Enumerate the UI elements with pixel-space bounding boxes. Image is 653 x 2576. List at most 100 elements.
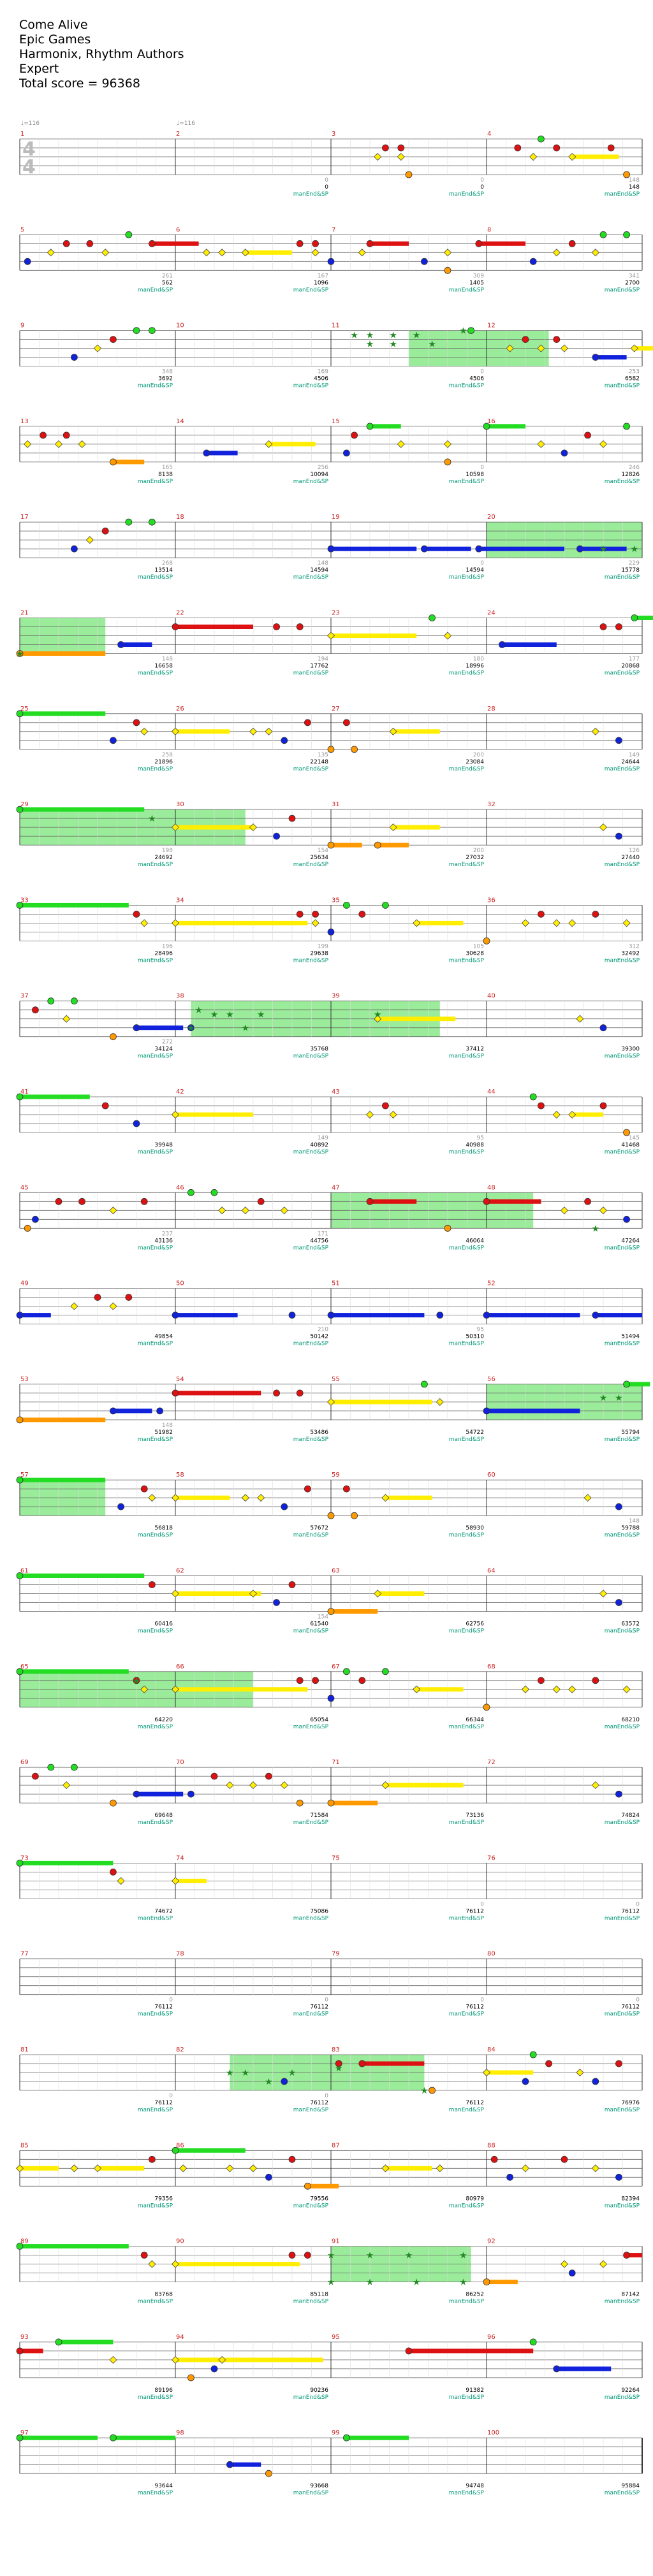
note-red: [351, 431, 358, 439]
note-yellow: [226, 1781, 234, 1790]
note-yellow: [265, 440, 273, 448]
note-orange: [304, 2182, 311, 2190]
cumulative-score: 76112: [154, 2100, 173, 2106]
sp-label: manEnd&SP: [293, 862, 329, 868]
note-yellow: [506, 344, 514, 352]
note-orange: [623, 1129, 630, 1136]
note-yellow: [568, 1685, 576, 1693]
note-yellow: [265, 727, 273, 735]
note-yellow: [397, 440, 405, 448]
note-red: [312, 1677, 319, 1684]
note-blue: [421, 257, 428, 265]
measure-number: 49: [20, 1280, 29, 1287]
sp-label: manEnd&SP: [138, 957, 173, 964]
note-blue: [133, 1024, 140, 1032]
note-yellow: [78, 440, 86, 448]
note-red: [343, 1485, 350, 1493]
note-green: [187, 1189, 194, 1196]
cumulative-score: 24692: [154, 855, 173, 861]
note-yellow: [381, 2164, 390, 2173]
note-red: [304, 719, 311, 727]
note-green: [382, 902, 389, 909]
cumulative-score: 15778: [621, 567, 640, 574]
note-blue: [71, 545, 78, 553]
measure-score: 148: [162, 656, 173, 663]
measure-score: 148: [629, 1518, 640, 1524]
star-marker: ★: [226, 1010, 234, 1020]
note-yellow: [436, 2164, 444, 2173]
note-red: [288, 814, 296, 822]
measure-number: 14: [176, 418, 184, 425]
cumulative-score: 17762: [310, 663, 328, 670]
note-orange: [109, 458, 117, 466]
note-blue: [273, 832, 281, 840]
sustain-bar: [331, 1313, 425, 1318]
measure-score: 126: [629, 848, 640, 854]
sp-label: manEnd&SP: [449, 2107, 485, 2113]
cumulative-score: 1096: [314, 280, 328, 286]
sustain-bar: [307, 2183, 339, 2189]
note-yellow: [117, 1877, 125, 1885]
note-yellow: [537, 440, 545, 448]
note-blue: [226, 2461, 233, 2468]
note-red: [78, 1198, 86, 1205]
note-red: [109, 336, 117, 343]
measure-score: 196: [162, 943, 173, 950]
measure-score: 0: [480, 1901, 484, 1907]
sp-label: manEnd&SP: [138, 766, 173, 772]
note-blue: [327, 1312, 335, 1319]
measure-score: 199: [318, 943, 328, 950]
note-yellow: [311, 919, 319, 927]
note-yellow: [537, 344, 545, 352]
note-blue: [281, 2078, 288, 2085]
note-yellow: [552, 1110, 561, 1119]
sp-label: manEnd&SP: [138, 287, 173, 293]
measure-score: 272: [162, 1039, 173, 1046]
measure-number: 12: [487, 322, 495, 329]
cumulative-score: 1405: [469, 280, 484, 286]
sustain-bar: [487, 2070, 534, 2075]
note-green: [133, 327, 140, 334]
star-marker: ★: [242, 1024, 250, 1034]
sustain-bar: [175, 1313, 238, 1318]
note-blue: [553, 2365, 561, 2373]
cumulative-score: 30628: [466, 950, 484, 957]
note-blue: [24, 257, 31, 265]
note-blue: [615, 1790, 622, 1798]
cumulative-score: 2700: [625, 280, 640, 286]
sustain-bar: [20, 1477, 106, 1482]
cumulative-score: 51982: [154, 1429, 173, 1436]
note-red: [382, 1102, 389, 1110]
sustain-bar: [175, 920, 308, 925]
note-blue: [32, 1215, 39, 1223]
measure-number: 70: [176, 1759, 184, 1766]
measure-number: 29: [20, 801, 29, 808]
note-red: [296, 911, 304, 918]
note-blue: [133, 1790, 140, 1798]
measure-number: 41: [20, 1089, 29, 1096]
note-yellow: [560, 1206, 569, 1215]
note-orange: [109, 1033, 117, 1041]
note-red: [584, 431, 591, 439]
note-yellow: [140, 919, 149, 927]
note-yellow: [24, 440, 32, 448]
note-red: [538, 1102, 545, 1110]
cumulative-score: 93668: [310, 2483, 328, 2489]
note-yellow: [311, 249, 319, 257]
note-green: [47, 997, 55, 1005]
note-blue: [561, 449, 568, 457]
sp-label: manEnd&SP: [605, 1724, 640, 1730]
note-green: [16, 1093, 24, 1101]
sp-label: manEnd&SP: [605, 766, 640, 772]
measure-number: 23: [332, 610, 340, 617]
note-blue: [499, 641, 506, 648]
note-blue: [615, 737, 622, 744]
sustain-bar: [20, 902, 129, 908]
sp-label: manEnd&SP: [293, 1724, 329, 1730]
sp-label: manEnd&SP: [449, 479, 485, 485]
star-marker: ★: [327, 2251, 335, 2261]
note-blue: [615, 2173, 622, 2181]
note-yellow: [374, 152, 382, 161]
measure-number: 60: [487, 1472, 495, 1479]
sustain-bar: [175, 1687, 308, 1692]
